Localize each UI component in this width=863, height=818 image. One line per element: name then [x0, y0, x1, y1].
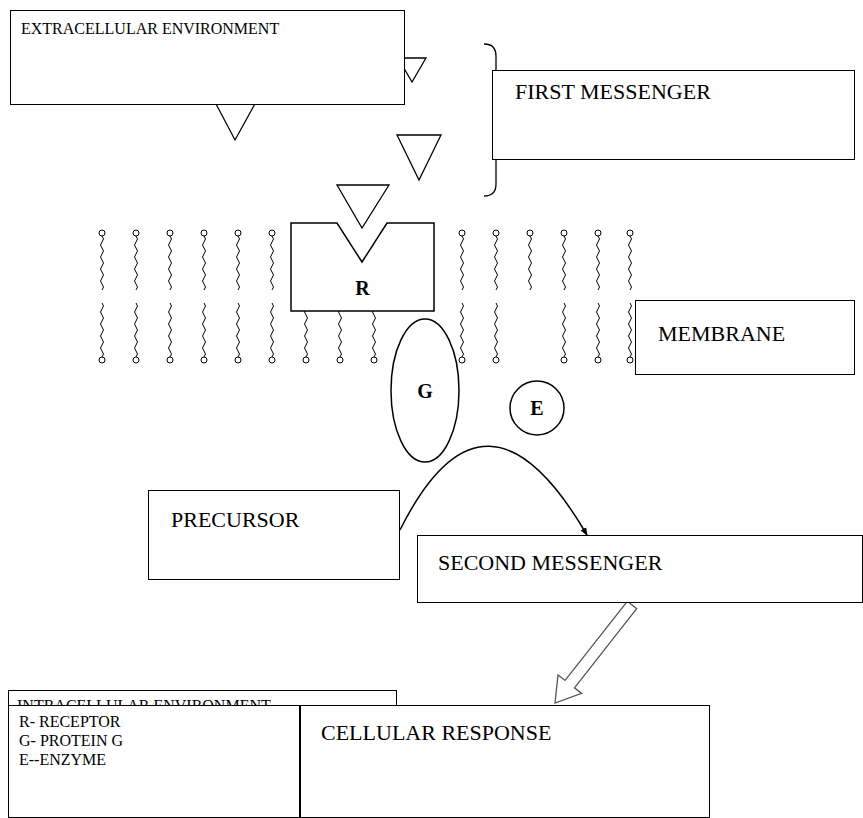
lipid-tail	[135, 303, 138, 357]
node-text: FIRST MESSENGER	[515, 79, 711, 105]
lipid-tail	[629, 236, 632, 290]
lipid-head	[303, 357, 309, 363]
lipid-head	[561, 357, 567, 363]
lipid-tail	[597, 303, 600, 357]
lipid-tail	[271, 303, 274, 357]
lipid-head	[269, 357, 275, 363]
lipid-tail	[597, 236, 600, 290]
lipid-head	[459, 230, 465, 236]
legend-box: R- RECEPTORG- PROTEIN GE--ENZYME	[8, 705, 300, 818]
lipid-head	[167, 230, 173, 236]
lipid-head	[493, 357, 499, 363]
lipid-tail	[529, 236, 532, 290]
enzyme-circle: E	[509, 380, 565, 436]
lipid-head	[201, 357, 207, 363]
lipid-head	[99, 357, 105, 363]
lipid-tail	[169, 236, 172, 290]
node-text: E	[530, 396, 543, 420]
lipid-tail	[563, 303, 566, 357]
node-text: EXTRACELLULAR ENVIRONMENT	[21, 19, 279, 38]
lipid-head	[493, 230, 499, 236]
lipid-tail	[101, 303, 104, 357]
molecule-label: PRECURSOR	[148, 490, 400, 580]
lipid-tail	[271, 236, 274, 290]
lipid-head	[459, 357, 465, 363]
node-text: G- PROTEIN G	[19, 731, 123, 750]
node-text: CELLULAR RESPONSE	[321, 720, 551, 746]
lipid-bilayer	[99, 230, 633, 363]
lipid-head	[595, 230, 601, 236]
lipid-head	[527, 230, 533, 236]
ligand-triangle	[215, 102, 256, 140]
hollow-arrow	[555, 601, 637, 703]
node-text: G	[417, 379, 433, 403]
lipid-head	[269, 230, 275, 236]
lipid-head	[235, 230, 241, 236]
lipid-tail	[237, 303, 240, 357]
region-label: EXTRACELLULAR ENVIRONMENT	[10, 10, 405, 105]
lipid-head	[133, 230, 139, 236]
lipid-head	[371, 357, 377, 363]
lipid-tail	[563, 236, 566, 290]
molecule-label: SECOND MESSENGER	[417, 535, 863, 603]
result-box: CELLULAR RESPONSE	[300, 705, 710, 818]
lipid-head	[337, 357, 343, 363]
node-text: SECOND MESSENGER	[438, 550, 662, 576]
lipid-tail	[135, 236, 138, 290]
lipid-tail	[495, 303, 498, 357]
lipid-tail	[169, 303, 172, 357]
lipid-head	[561, 230, 567, 236]
lipid-head	[167, 357, 173, 363]
lipid-head	[201, 230, 207, 236]
callout-box: FIRST MESSENGER	[492, 70, 855, 160]
ligand-triangle	[337, 185, 389, 228]
ligand-triangle	[397, 135, 441, 180]
node-text: R- RECEPTOR	[19, 712, 121, 731]
receptor-shape	[291, 223, 434, 311]
lipid-tail	[101, 236, 104, 290]
lipid-tail	[629, 303, 632, 357]
lipid-tail	[237, 236, 240, 290]
region-label: MEMBRANE	[635, 300, 855, 375]
lipid-tail	[495, 236, 498, 290]
lipid-head	[627, 357, 633, 363]
lipid-tail	[203, 236, 206, 290]
lipid-head	[235, 357, 241, 363]
node-text: R	[355, 276, 369, 300]
node-text: PRECURSOR	[171, 507, 299, 533]
lipid-tail	[461, 236, 464, 290]
lipid-head	[133, 357, 139, 363]
node-text: E--ENZYME	[19, 750, 106, 769]
lipid-head	[99, 230, 105, 236]
node-text: MEMBRANE	[658, 321, 785, 347]
lipid-tail	[203, 303, 206, 357]
lipid-tail	[461, 303, 464, 357]
receptor-box: R	[290, 222, 435, 312]
ellipse-shape	[510, 381, 564, 435]
protein-ellipse: G	[390, 318, 460, 463]
lipid-head	[595, 357, 601, 363]
ellipse-shape	[391, 319, 459, 462]
lipid-head	[627, 230, 633, 236]
